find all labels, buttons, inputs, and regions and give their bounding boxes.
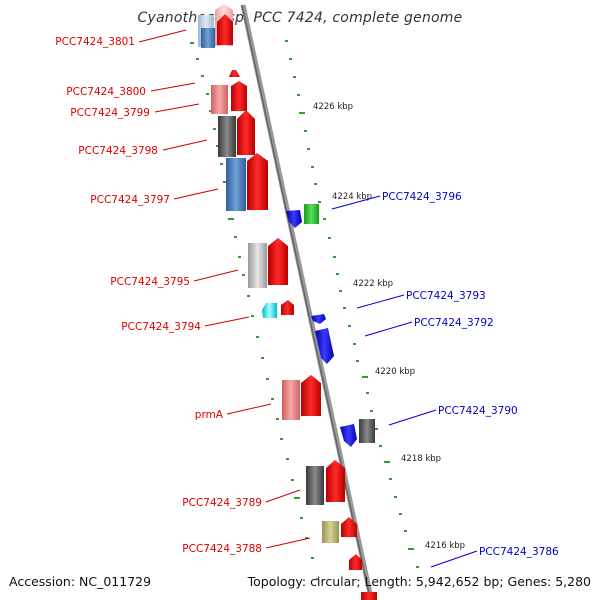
gene-feature-3789[interactable] (306, 466, 324, 505)
gene-label-left[interactable]: PCC7424_3789 (182, 497, 262, 509)
gene-cds-3797[interactable] (247, 153, 268, 210)
gene-cds-3795[interactable] (268, 238, 288, 285)
gene-cds-3790[interactable] (340, 424, 357, 447)
gene-feature-3788[interactable] (322, 521, 339, 543)
gene-feature-3794[interactable] (262, 303, 277, 318)
gene-cds-fragment[interactable] (349, 554, 362, 570)
gene-feature-3790[interactable] (359, 419, 375, 443)
leader-line (204, 316, 250, 327)
leader-line (154, 103, 200, 113)
gene-label-left[interactable]: PCC7424_3800 (66, 86, 146, 98)
leader-line (356, 294, 405, 309)
gene-cds-3801-core[interactable] (217, 14, 233, 45)
gene-cds-3800[interactable] (231, 81, 247, 111)
gene-label-right[interactable]: PCC7424_3786 (479, 546, 559, 558)
leader-line (388, 409, 437, 426)
leader-line (265, 489, 301, 503)
genome-axis-shade (241, 4, 371, 599)
gene-cds-3788[interactable] (341, 517, 357, 537)
gene-label-right[interactable]: PCC7424_3790 (438, 405, 518, 417)
gene-cds-fragment-2[interactable] (361, 592, 377, 600)
leader-line (150, 82, 196, 92)
gene-label-right[interactable]: PCC7424_3796 (382, 191, 462, 203)
accession-text: Accession: NC_011729 (9, 574, 152, 589)
gene-cds-small[interactable] (229, 70, 240, 77)
right-tick-track (285, 40, 419, 568)
kbp-label: 4220 kbp (375, 367, 415, 377)
gene-label-left[interactable]: PCC7424_3798 (78, 145, 158, 157)
gene-feature-3798[interactable] (218, 116, 236, 157)
gene-feature-3797[interactable] (226, 158, 246, 211)
genome-summary-text: Topology: circular; Length: 5,942,652 bp… (247, 574, 591, 589)
leader-line (265, 537, 311, 549)
kbp-label: 4216 kbp (425, 541, 465, 551)
gene-cds-prmA[interactable] (301, 375, 321, 416)
gene-cds-3792[interactable] (315, 328, 334, 364)
kbp-label: 4224 kbp (332, 192, 372, 202)
gene-label-left[interactable]: prmA (195, 409, 224, 421)
gene-label-left[interactable]: PCC7424_3795 (110, 276, 190, 288)
gene-feature-3796[interactable] (304, 204, 319, 224)
left-tick-track (190, 42, 319, 580)
gene-label-left[interactable]: PCC7424_3794 (121, 321, 201, 333)
gene-cds-3796[interactable] (286, 210, 302, 228)
genome-axis (240, 4, 374, 599)
leader-line (193, 269, 239, 282)
gene-feature-3800[interactable] (211, 85, 228, 114)
kbp-label: 4226 kbp (313, 102, 353, 112)
kbp-label: 4218 kbp (401, 454, 441, 464)
gene-label-left[interactable]: PCC7424_3788 (182, 543, 262, 555)
kbp-label: 4222 kbp (353, 279, 393, 289)
left-labels: PCC7424_3801 PCC7424_3800 PCC7424_3799 P… (55, 29, 311, 555)
gene-cds-3794[interactable] (281, 300, 294, 315)
gene-feature-3801-core[interactable] (201, 28, 215, 48)
gene-label-right[interactable]: PCC7424_3792 (414, 317, 494, 329)
gene-cds-3798[interactable] (237, 110, 255, 155)
gene-label-left[interactable]: PCC7424_3801 (55, 36, 135, 48)
leader-line (364, 321, 413, 337)
right-labels: PCC7424_3796 PCC7424_3793 PCC7424_3792 P… (331, 191, 559, 568)
gene-label-left[interactable]: PCC7424_3799 (70, 107, 150, 119)
gene-feature-3795[interactable] (248, 243, 267, 288)
leader-line (173, 188, 219, 200)
leader-line (162, 139, 208, 151)
gene-cds-3793[interactable] (311, 314, 326, 324)
leader-line (331, 195, 381, 210)
leader-line (430, 550, 478, 568)
gene-cds-3789[interactable] (326, 460, 345, 502)
gene-feature-prmA[interactable] (282, 380, 300, 420)
gene-label-left[interactable]: PCC7424_3797 (90, 194, 170, 206)
gene-label-right[interactable]: PCC7424_3793 (406, 290, 486, 302)
leader-line (138, 29, 187, 43)
leader-line (226, 403, 272, 415)
